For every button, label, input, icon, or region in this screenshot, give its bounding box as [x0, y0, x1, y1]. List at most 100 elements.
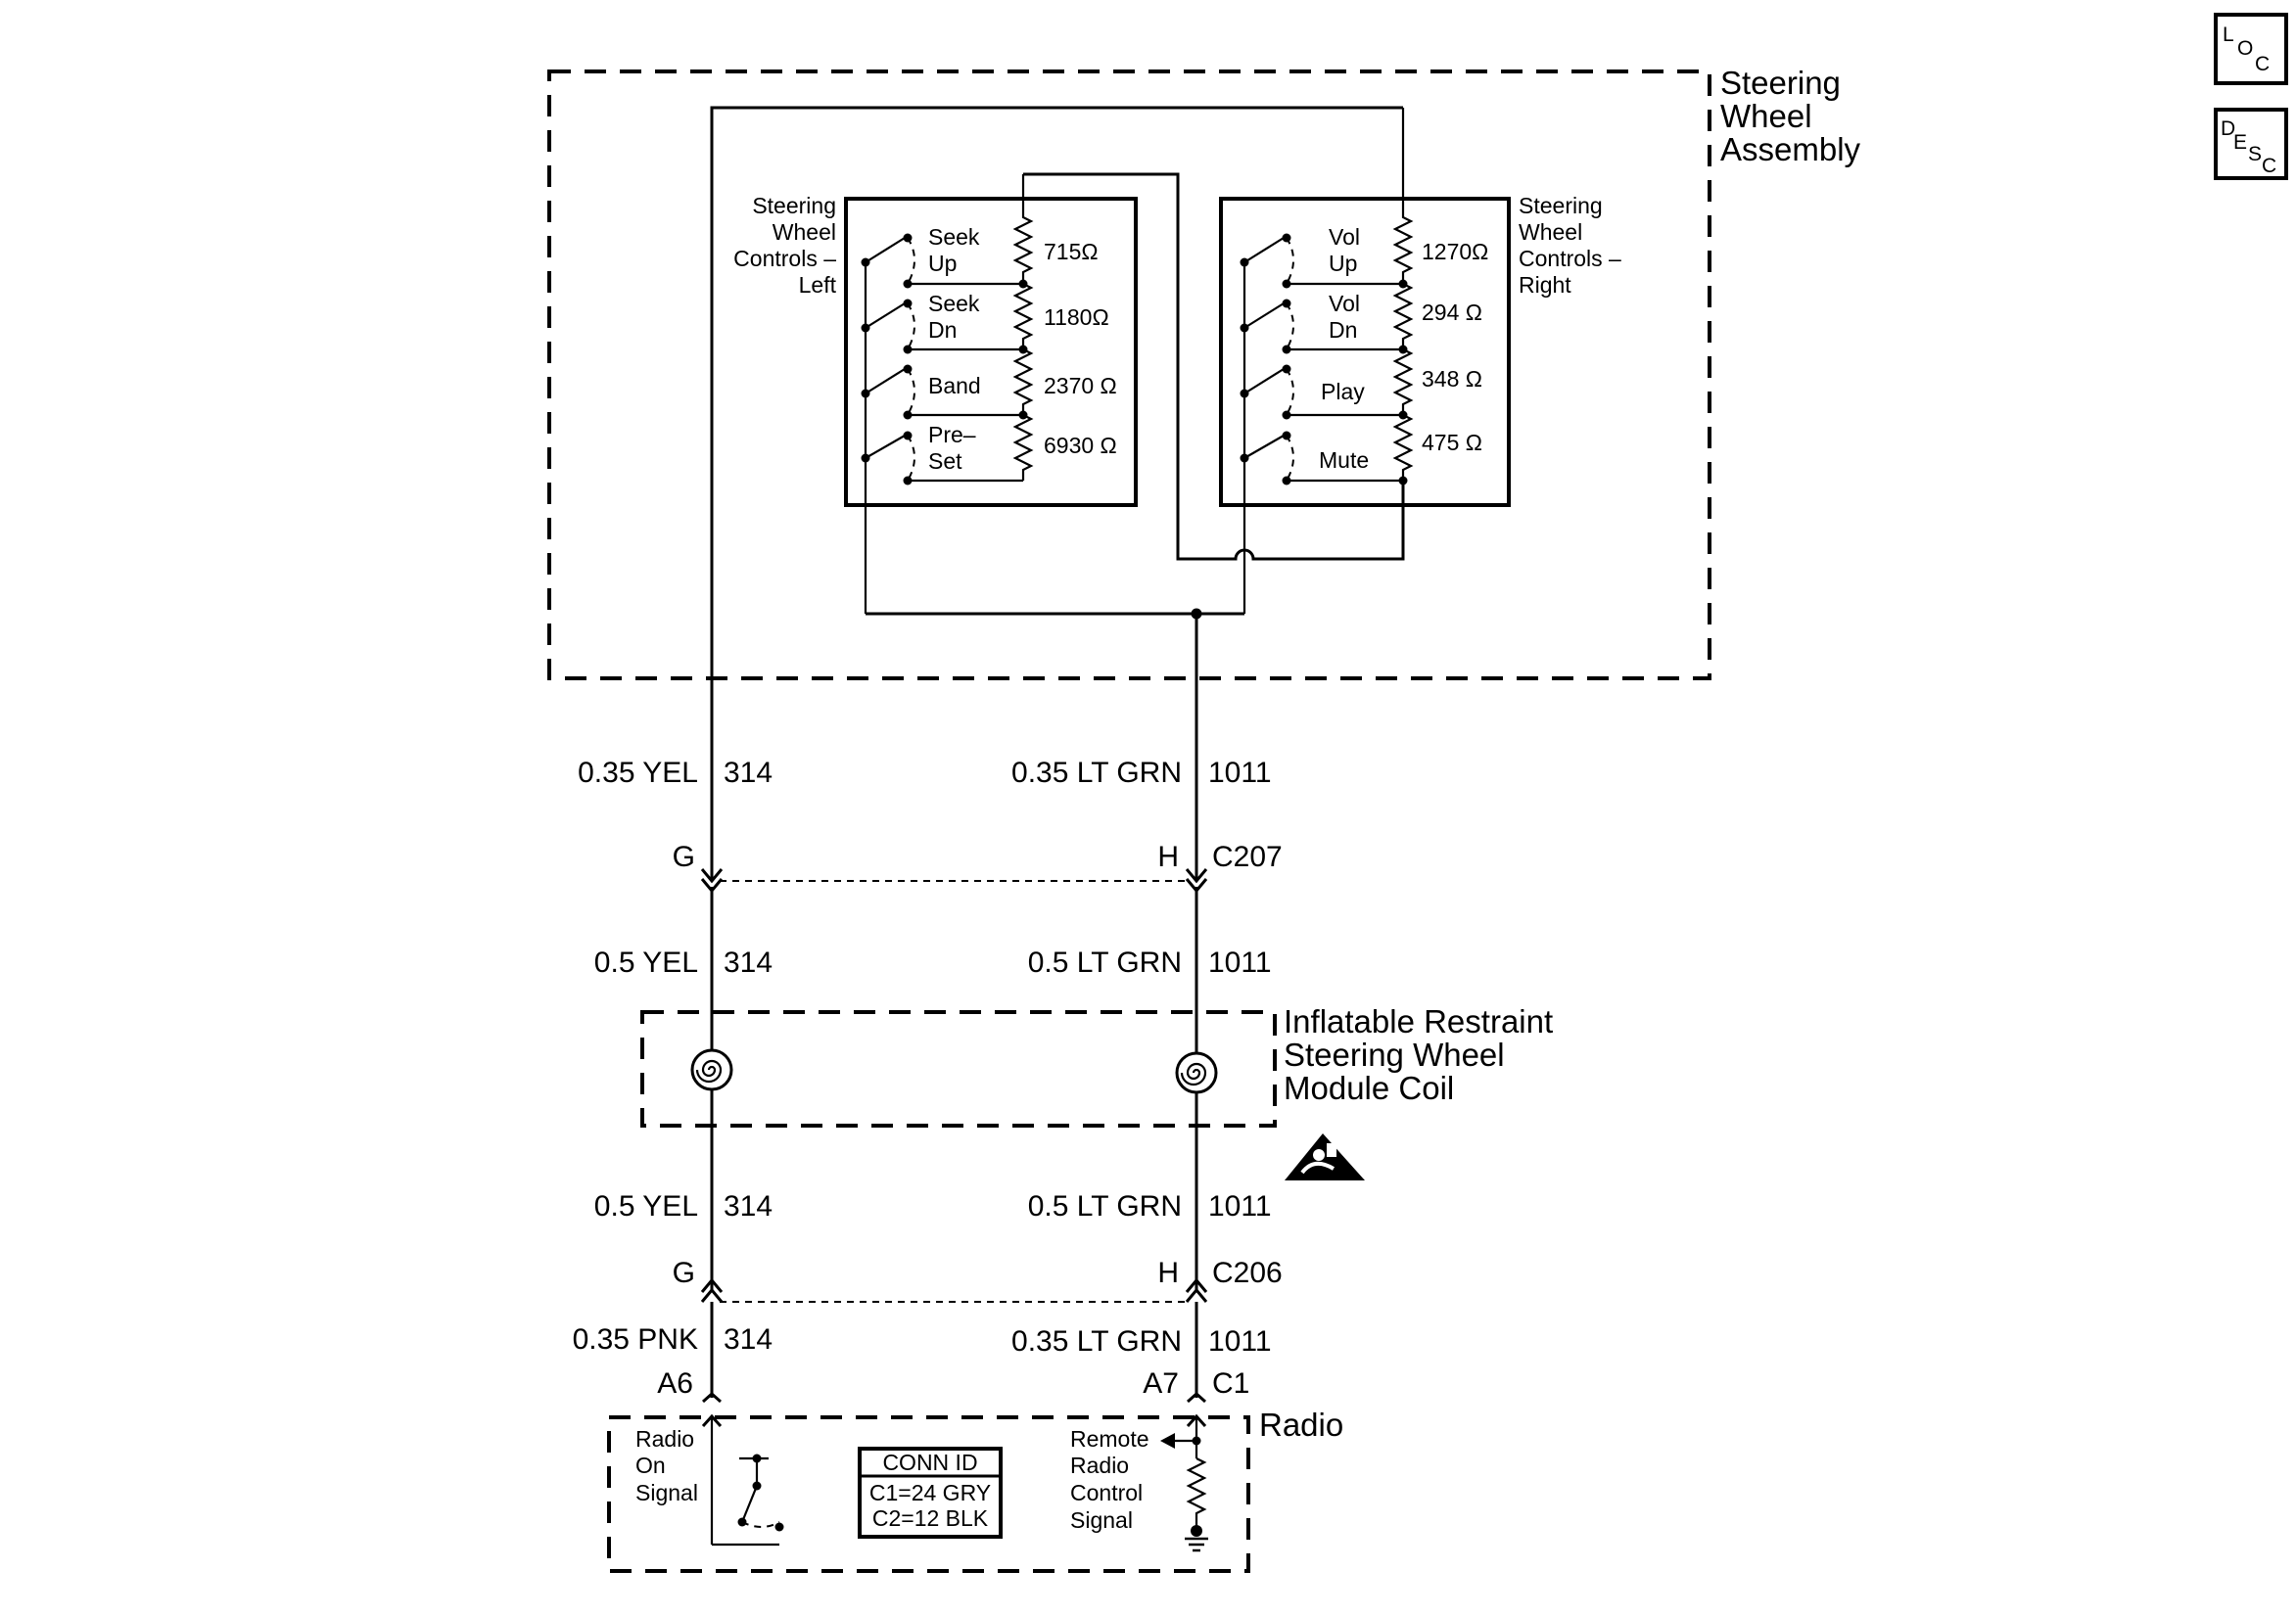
svg-text:Inflatable Restraint: Inflatable Restraint: [1284, 1003, 1553, 1040]
svg-text:C1=24 GRY: C1=24 GRY: [869, 1480, 991, 1505]
svg-text:2370 Ω: 2370 Ω: [1044, 373, 1117, 398]
coil-spiral-right-icon: [1175, 1051, 1218, 1094]
svg-text:Wheel: Wheel: [1720, 98, 1812, 134]
connector-c1: A6 A7 C1: [657, 1367, 1249, 1404]
svg-text:Radio: Radio: [635, 1426, 694, 1452]
svg-text:6930 Ω: 6930 Ω: [1044, 433, 1117, 458]
svg-text:C1: C1: [1212, 1367, 1249, 1400]
right-switches: [1240, 233, 1403, 614]
svg-text:Assembly: Assembly: [1720, 131, 1861, 167]
wire-labels-mid-lower: 0.5 YEL 314 0.5 LT GRN 1011: [594, 1190, 1272, 1223]
svg-text:Right: Right: [1519, 272, 1571, 298]
svg-text:314: 314: [724, 757, 773, 789]
svg-text:475 Ω: 475 Ω: [1422, 430, 1482, 455]
right-resistance-labels: 1270Ω 294 Ω 348 Ω 475 Ω: [1422, 239, 1488, 455]
svg-text:L: L: [2223, 23, 2234, 46]
svg-text:0.35 PNK: 0.35 PNK: [573, 1323, 698, 1356]
svg-text:On: On: [635, 1453, 666, 1478]
svg-text:Dn: Dn: [1329, 317, 1357, 343]
wire-labels-mid-upper: 0.5 YEL 314 0.5 LT GRN 1011: [594, 947, 1272, 979]
coil-spiral-left-icon: [690, 1048, 733, 1091]
svg-text:D: D: [2221, 117, 2235, 140]
right-resistor-ladder: [1392, 108, 1414, 485]
left-controls-title: Steering Wheel Controls – Left: [733, 193, 836, 298]
svg-text:G: G: [673, 841, 695, 873]
radio-on-signal-label: Radio On Signal: [635, 1426, 698, 1505]
svg-text:C: C: [2262, 155, 2276, 177]
svg-text:Seek: Seek: [928, 291, 980, 316]
remote-radio-control-label: Remote Radio Control Signal: [1070, 1426, 1149, 1533]
module-coil-title: Inflatable Restraint Steering Wheel Modu…: [1284, 1003, 1553, 1106]
svg-text:Controls –: Controls –: [1519, 246, 1621, 271]
module-coil-boundary: [640, 1010, 1277, 1128]
svg-text:Module Coil: Module Coil: [1284, 1070, 1454, 1106]
svg-text:CONN ID: CONN ID: [882, 1450, 977, 1475]
left-resistance-labels: 715Ω 1180Ω 2370 Ω 6930 Ω: [1044, 239, 1117, 458]
svg-text:Remote: Remote: [1070, 1426, 1149, 1452]
svg-text:S: S: [2248, 143, 2262, 165]
svg-text:Controls –: Controls –: [733, 246, 836, 271]
svg-text:H: H: [1157, 1257, 1179, 1289]
svg-text:C206: C206: [1212, 1257, 1283, 1289]
svg-text:H: H: [1157, 841, 1179, 873]
svg-text:Set: Set: [928, 448, 962, 474]
svg-text:Pre–: Pre–: [928, 422, 976, 447]
radio-title: Radio: [1259, 1407, 1343, 1443]
left-switch-labels: Seek Up Seek Dn Band Pre– Set: [928, 224, 981, 474]
svg-text:Vol: Vol: [1329, 291, 1360, 316]
radio-boundary: [607, 1415, 1250, 1573]
connector-c207: G H C207: [673, 841, 1283, 894]
svg-text:Up: Up: [928, 251, 957, 276]
svg-text:Play: Play: [1321, 379, 1365, 404]
svg-text:C: C: [2255, 53, 2270, 75]
svg-text:Steering Wheel: Steering Wheel: [1284, 1037, 1505, 1073]
svg-text:Steering: Steering: [752, 193, 836, 218]
svg-text:Signal: Signal: [635, 1480, 698, 1505]
svg-text:0.5 LT GRN: 0.5 LT GRN: [1028, 1190, 1182, 1223]
svg-text:C207: C207: [1212, 841, 1283, 873]
right-switch-labels: Vol Up Vol Dn Play Mute: [1319, 224, 1369, 473]
svg-text:Band: Band: [928, 373, 981, 398]
wire-labels-lower: 0.35 PNK 314 0.35 LT GRN 1011: [573, 1323, 1272, 1358]
svg-text:Control: Control: [1070, 1480, 1143, 1505]
remote-radio-control-circuit: [1160, 1413, 1208, 1552]
left-switches: [861, 233, 1023, 614]
loc-icon[interactable]: L O C: [2214, 13, 2288, 85]
svg-text:C2=12 BLK: C2=12 BLK: [872, 1505, 989, 1531]
svg-text:0.35 LT GRN: 0.35 LT GRN: [1011, 1325, 1182, 1358]
svg-text:314: 314: [724, 947, 773, 979]
conn-id-table: CONN ID C1=24 GRY C2=12 BLK: [858, 1447, 1003, 1539]
desc-icon[interactable]: D E S C: [2214, 108, 2288, 180]
svg-text:Mute: Mute: [1319, 447, 1369, 473]
steering-wheel-assembly-boundary: [547, 69, 1711, 680]
svg-text:0.5 YEL: 0.5 YEL: [594, 1190, 698, 1223]
left-resistor-ladder: [1012, 174, 1034, 481]
svg-text:1011: 1011: [1208, 1325, 1272, 1358]
svg-text:Signal: Signal: [1070, 1507, 1133, 1533]
svg-text:715Ω: 715Ω: [1044, 239, 1099, 264]
airbag-warning-icon: [1285, 1133, 1365, 1180]
svg-text:294 Ω: 294 Ω: [1422, 300, 1482, 325]
svg-text:1011: 1011: [1208, 1190, 1272, 1223]
right-controls-title: Steering Wheel Controls – Right: [1519, 193, 1621, 298]
svg-text:0.5 LT GRN: 0.5 LT GRN: [1028, 947, 1182, 979]
svg-text:0.35 YEL: 0.35 YEL: [578, 757, 698, 789]
wire-labels-upper: 0.35 YEL 314 0.35 LT GRN 1011: [578, 757, 1271, 789]
svg-text:Dn: Dn: [928, 317, 957, 343]
svg-text:Up: Up: [1329, 251, 1357, 276]
svg-text:Seek: Seek: [928, 224, 980, 250]
svg-text:Steering: Steering: [1519, 193, 1603, 218]
svg-text:1011: 1011: [1208, 947, 1272, 979]
svg-text:A7: A7: [1143, 1367, 1179, 1400]
svg-text:Left: Left: [799, 272, 837, 298]
svg-text:1270Ω: 1270Ω: [1422, 239, 1488, 264]
svg-text:G: G: [673, 1257, 695, 1289]
svg-text:O: O: [2237, 37, 2253, 60]
radio-on-switch: [701, 1413, 784, 1547]
svg-text:1180Ω: 1180Ω: [1044, 304, 1109, 330]
svg-text:314: 314: [724, 1190, 773, 1223]
svg-text:Radio: Radio: [1070, 1453, 1129, 1478]
svg-text:E: E: [2233, 131, 2247, 154]
assembly-internal-wiring: [710, 106, 1405, 881]
